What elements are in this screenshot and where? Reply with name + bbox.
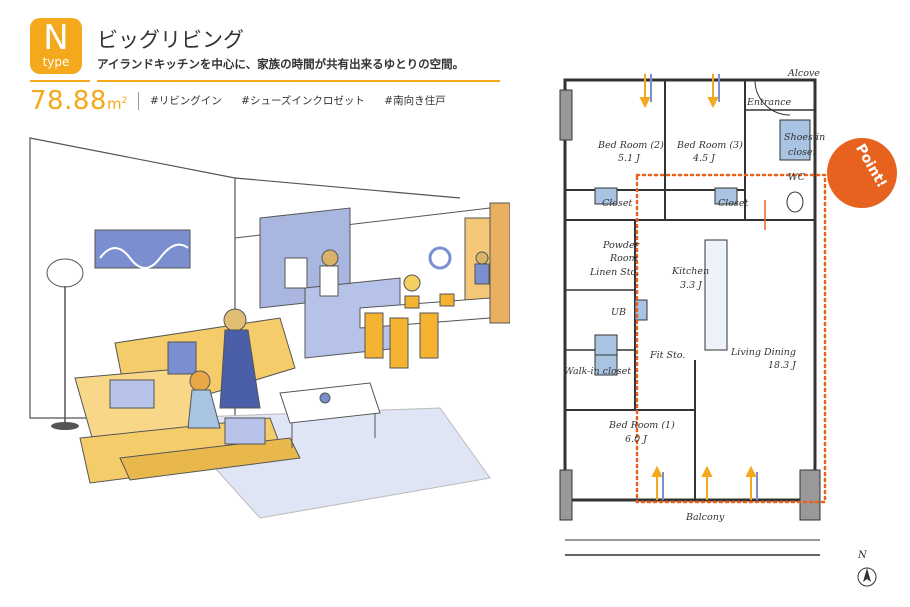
- label-closet-b: Closet: [718, 198, 749, 209]
- label-kitchen-size: 3.3 J: [680, 280, 702, 291]
- label-wc: WC: [788, 172, 806, 183]
- label-shoes-in: Shoes-in: [784, 132, 826, 143]
- north-label: N: [858, 550, 867, 561]
- tag-south-facing: #南向き住戸: [384, 95, 446, 107]
- header-rule-left: [30, 80, 90, 82]
- label-living: Living Dining: [731, 347, 796, 358]
- area-unit: m: [106, 95, 122, 113]
- label-bed1-size: 6.0 J: [625, 434, 647, 445]
- label-ub: UB: [611, 307, 626, 318]
- label-powder-room: Room: [610, 253, 638, 264]
- label-fit-sto: Fit Sto.: [650, 350, 686, 361]
- label-balcony: Balcony: [686, 512, 725, 523]
- type-sub: type: [42, 55, 70, 69]
- label-shoes-closet: closet: [788, 147, 817, 158]
- header-rule: [97, 80, 500, 82]
- area-value: 78.88: [30, 86, 107, 116]
- area-separator: [138, 92, 139, 110]
- label-closet-a: Closet: [602, 198, 633, 209]
- tag-living-in: #リビングイン: [150, 95, 222, 107]
- label-linen: Linen Sto.: [590, 267, 640, 278]
- feature-tags: #リビングイン #シューズインクロゼット #南向き住戸: [150, 93, 462, 108]
- label-bed1: Bed Room (1): [609, 420, 675, 431]
- label-bed2: Bed Room (2): [598, 140, 664, 151]
- point-arrow-icon: [842, 176, 866, 200]
- label-bed2-size: 5.1 J: [618, 153, 640, 164]
- label-powder: Powder: [603, 240, 640, 251]
- point-badge: Point!: [827, 138, 897, 208]
- plan-name: ビッグリビング: [97, 28, 244, 52]
- label-bed3-size: 4.5 J: [693, 153, 715, 164]
- label-living-size: 18.3 J: [768, 360, 796, 371]
- floor-plan: [559, 74, 877, 587]
- floor-area: 78.88m2: [30, 86, 127, 116]
- area-unit-sup: 2: [121, 96, 128, 106]
- catch-copy: アイランドキッチンを中心に、家族の時間が共有出来るゆとりの空間。: [97, 57, 465, 71]
- label-walkin: Walk-in closet: [564, 366, 632, 377]
- interior-illustration: [29, 137, 510, 519]
- label-alcove: Alcove: [788, 68, 820, 79]
- type-letter: N: [43, 18, 69, 58]
- label-entrance: Entrance: [747, 97, 792, 108]
- tag-shoes-closet: #シューズインクロゼット: [241, 95, 365, 107]
- label-bed3: Bed Room (3): [677, 140, 743, 151]
- label-kitchen: Kitchen: [672, 266, 710, 277]
- type-badge: N type: [30, 18, 82, 74]
